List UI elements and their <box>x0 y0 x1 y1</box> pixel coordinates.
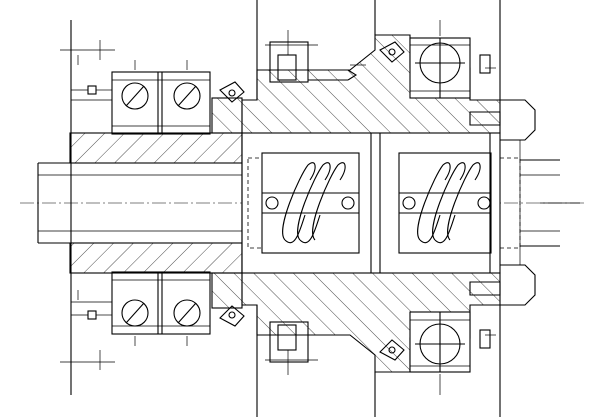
left-bearing-bottom <box>111 271 211 335</box>
right-spring-chamber <box>398 152 492 254</box>
left-spring-chamber <box>247 152 360 254</box>
collar-bottom <box>211 272 243 309</box>
left-bearing-top <box>111 71 211 135</box>
right-outer-screws <box>469 54 501 349</box>
bottom-cap-screw <box>265 321 318 375</box>
center-marks <box>134 20 580 395</box>
pin-right-1 <box>402 196 416 210</box>
right-bearing-top <box>379 37 471 99</box>
pin-left-2 <box>341 196 355 210</box>
left-sleeve-bottom <box>69 242 243 274</box>
pin-right-2 <box>477 196 491 210</box>
right-bearing-bottom <box>379 311 471 373</box>
collar-top <box>211 97 243 134</box>
left-clamps <box>219 81 245 327</box>
pin-left-1 <box>265 196 279 210</box>
left-connectors <box>60 40 115 370</box>
top-cap-screw <box>265 30 366 83</box>
left-sleeve-top <box>69 132 243 164</box>
right-end-flange <box>499 99 560 306</box>
